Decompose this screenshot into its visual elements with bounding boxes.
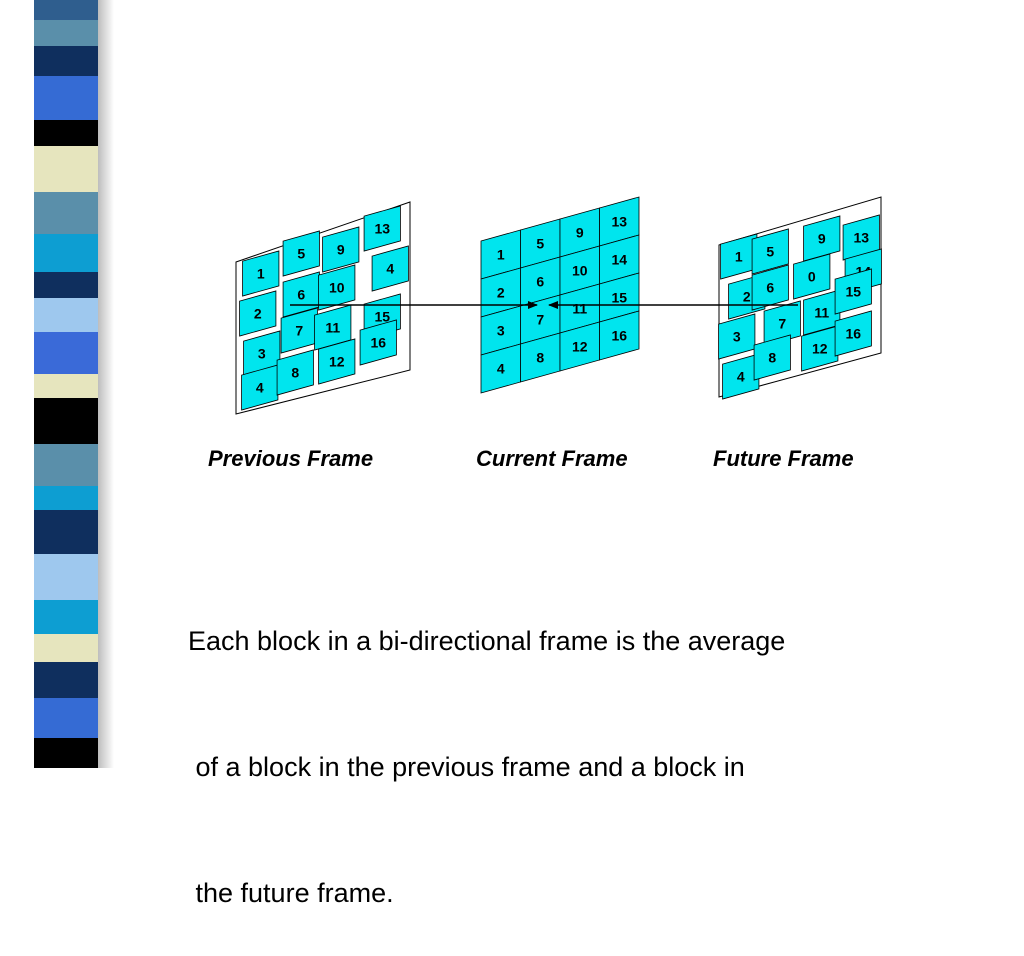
current-frame-caption: Current Frame [476,446,628,471]
frame-block [282,230,320,277]
block-number: 4 [256,380,264,396]
frame-block [803,215,841,262]
block-number: 1 [257,266,265,282]
frame-block [363,205,401,252]
frame-block [239,290,277,337]
block-number: 16 [845,326,861,342]
block-number: 11 [572,301,587,317]
frame-block [793,253,831,300]
block-number: 6 [297,287,305,303]
block-number: 8 [768,350,776,366]
block-number: 15 [845,284,861,300]
frame-block [751,264,789,311]
block-number: 13 [611,214,627,230]
block-number: 8 [536,350,544,366]
block-number: 5 [536,236,544,252]
block-number: 1 [735,249,743,265]
frame-block [801,325,839,372]
block-number: 11 [814,305,829,321]
frame-block [276,349,314,396]
frame-block [834,268,872,315]
block-number: 3 [497,323,505,339]
frame-block [371,245,409,292]
block-number: 0 [808,269,816,285]
block-number: 12 [812,341,828,357]
decorative-stripe [0,0,114,768]
block-number: 2 [254,306,262,322]
block-number: 5 [297,246,305,262]
block-number: 9 [337,242,345,258]
explanation-line-1: Each block in a bi-directional frame is … [188,626,786,656]
frame-block [599,310,640,361]
block-number: 1 [497,247,505,263]
block-number: 7 [295,323,303,339]
block-number: 3 [258,346,266,362]
block-number: 8 [291,365,299,381]
block-number: 13 [853,230,869,246]
block-number: 15 [611,290,627,306]
block-number: 7 [778,316,786,332]
block-number: 9 [818,231,826,247]
frame-block [318,338,356,385]
block-number: 12 [329,354,345,370]
block-number: 2 [743,289,751,305]
frame-block [318,264,356,311]
frame-block [241,364,279,411]
block-number: 16 [370,335,386,351]
block-number: 4 [737,369,745,385]
block-number: 4 [497,361,505,377]
frame-block [359,319,397,366]
block-number: 9 [576,225,584,241]
frame-block [751,228,789,275]
block-number: 15 [374,309,390,325]
block-number: 12 [572,339,588,355]
block-number: 11 [325,320,340,336]
block-number: 7 [536,312,544,328]
block-number: 4 [386,261,394,277]
block-number: 5 [766,244,774,260]
block-number: 13 [374,221,390,237]
block-number: 14 [611,252,627,268]
future-frame: 1234567890111213141516 [718,196,882,400]
previous-frame-caption: Previous Frame [208,446,374,471]
block-number: 6 [536,274,544,290]
explanation-line-2: of a block in the previous frame and a b… [188,752,745,782]
frame-block [322,226,360,273]
frame-block [242,250,280,297]
frame-block [834,310,872,357]
frame-block [753,334,791,381]
frame-block [722,353,760,400]
explanation-text: Each block in a bi-directional frame is … [188,536,785,956]
block-number: 10 [329,280,345,296]
explanation-line-3: the future frame. [188,878,394,908]
block-number: 2 [497,285,505,301]
block-number: 10 [572,263,588,279]
future-frame-caption: Future Frame [713,446,854,471]
block-number: 16 [611,328,627,344]
block-number: 6 [766,280,774,296]
block-number: 3 [733,329,741,345]
